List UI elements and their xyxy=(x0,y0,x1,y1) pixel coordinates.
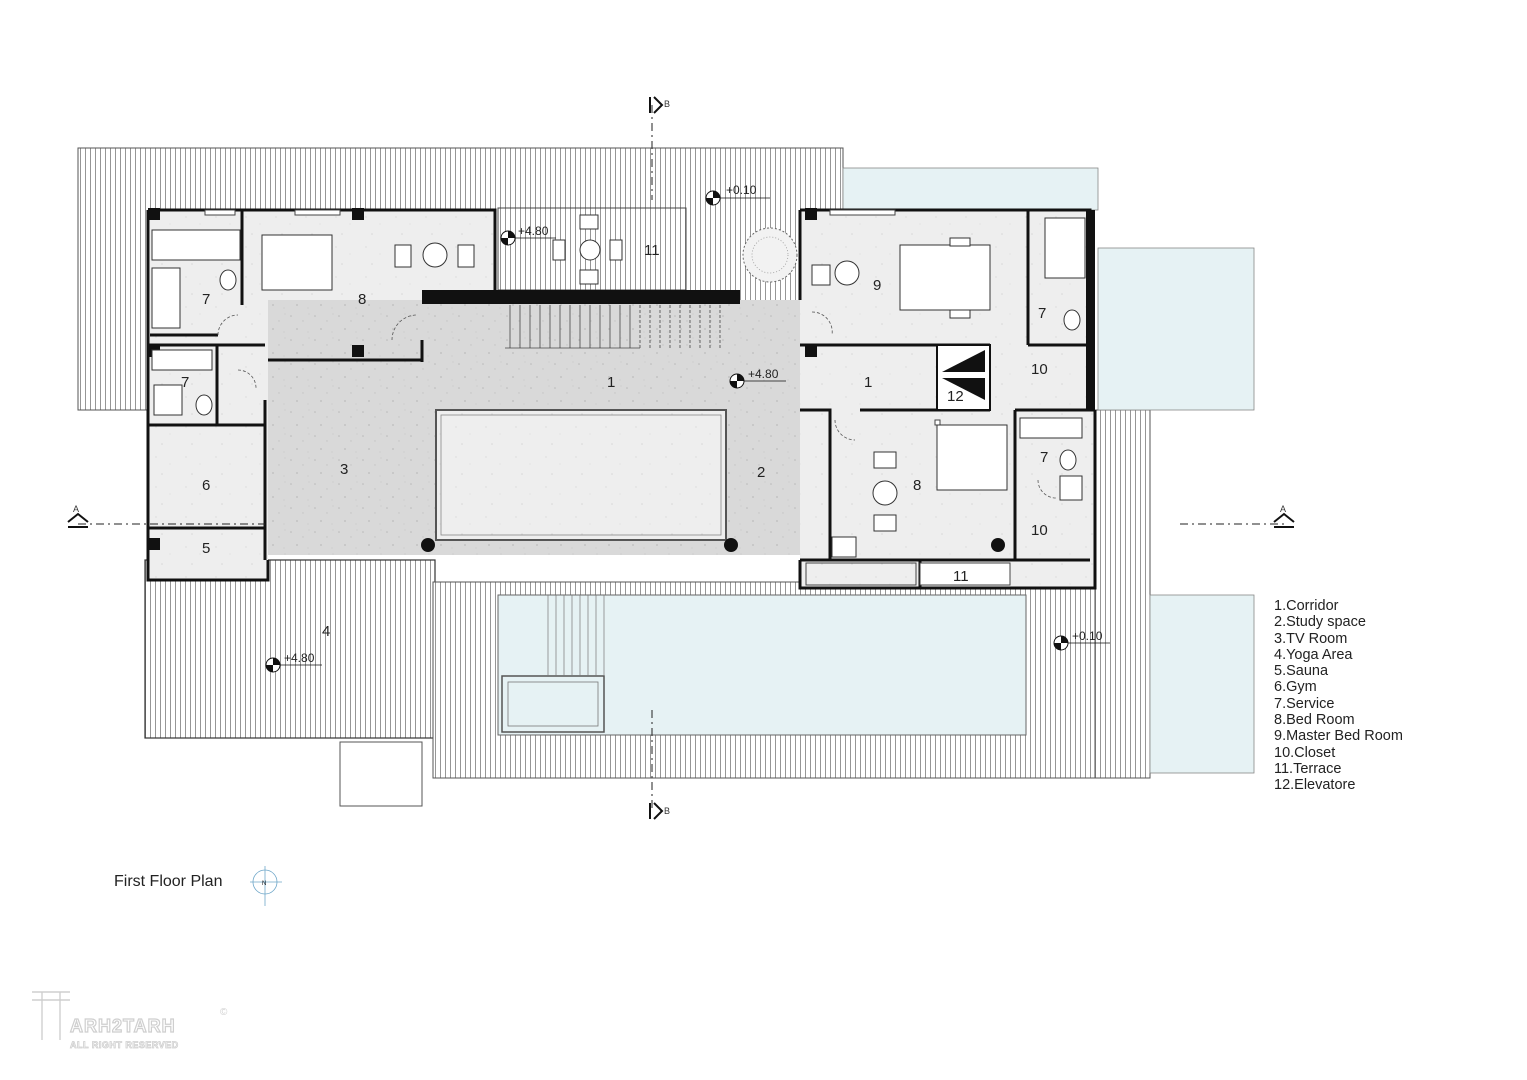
bed-master xyxy=(899,244,991,311)
room-number: 5 xyxy=(202,540,210,557)
level-markers: +0.10 +4.80 +4.80 +4.80 +0.10 xyxy=(265,183,1110,673)
room-number: 6 xyxy=(202,477,210,494)
furniture-beds xyxy=(261,234,1008,491)
svg-text:N: N xyxy=(262,881,266,887)
level-marker: +4.80 xyxy=(265,651,322,673)
room-number: 1 xyxy=(864,374,872,391)
room-number: 11 xyxy=(953,568,969,585)
section-lines: A A B B xyxy=(67,96,1295,820)
room-number: 7 xyxy=(181,374,189,391)
svg-text:+4.80: +4.80 xyxy=(518,224,549,238)
legend-item: 6.Gym xyxy=(1274,679,1317,696)
legend-item: 8.Bed Room xyxy=(1274,712,1355,729)
door-swings xyxy=(217,311,1057,499)
staircase xyxy=(505,305,721,349)
room-number: 7 xyxy=(1038,305,1046,322)
room-number: 10 xyxy=(1031,522,1048,539)
legend-item: 9.Master Bed Room xyxy=(1274,728,1403,745)
north-arrow: N xyxy=(250,866,282,906)
tree xyxy=(742,227,798,283)
elevator xyxy=(936,344,991,411)
section-marker-b-bottom: B xyxy=(649,802,670,820)
water-features xyxy=(497,167,1255,774)
pond-right xyxy=(1097,247,1255,411)
level-marker: +4.80 xyxy=(729,367,786,389)
svg-text:+0.10: +0.10 xyxy=(1072,629,1103,643)
room-number: 8 xyxy=(358,291,366,308)
pool-steps xyxy=(547,595,605,676)
windows xyxy=(204,209,1011,586)
room-number: 7 xyxy=(1040,449,1048,466)
legend-item: 4.Yoga Area xyxy=(1274,646,1353,663)
section-marker-a-right: A xyxy=(1273,504,1295,528)
furniture-seating xyxy=(394,214,898,558)
bed-left xyxy=(261,234,333,291)
drawing-title: First Floor Plan xyxy=(114,873,223,890)
level-marker: +0.10 xyxy=(1053,629,1110,651)
svg-text:A: A xyxy=(73,504,79,514)
legend-item: 2.Study space xyxy=(1274,614,1366,631)
svg-text:+4.80: +4.80 xyxy=(284,651,315,665)
room-number: 2 xyxy=(757,464,765,481)
room-number: 3 xyxy=(340,461,348,478)
room-number: 12 xyxy=(947,388,964,405)
level-marker: +0.10 xyxy=(705,183,770,206)
room-legend: 1.Corridor 2.Study space 3.TV Room 4.Yog… xyxy=(1274,598,1403,794)
east-wall-thick xyxy=(1086,210,1095,410)
watermark-logo: ARH2TARH ALL RIGHT RESERVED © xyxy=(32,991,228,1050)
pond-right-lower xyxy=(1149,594,1255,774)
legend-item: 3.TV Room xyxy=(1274,630,1348,647)
room-number: 11 xyxy=(644,242,660,259)
room-number: 10 xyxy=(1031,361,1048,378)
floor-service-gym xyxy=(148,345,268,580)
stair-wall-thick xyxy=(422,290,740,304)
bathroom-fixtures xyxy=(151,217,1086,501)
room-number: 7 xyxy=(202,291,210,308)
section-marker-b-top: B xyxy=(649,96,670,114)
legend-item: 12.Elevatore xyxy=(1274,777,1356,794)
svg-text:B: B xyxy=(664,806,670,816)
room-numbers: 1 1 2 3 4 5 6 7 7 7 7 8 8 9 10 10 11 11 … xyxy=(181,242,1048,640)
svg-text:B: B xyxy=(664,99,670,109)
central-courtyard-inner xyxy=(440,414,722,536)
floor-stair-area xyxy=(422,300,800,360)
svg-text:+0.10: +0.10 xyxy=(726,183,757,197)
legend-item: 10.Closet xyxy=(1274,744,1336,761)
svg-text:ALL RIGHT RESERVED: ALL RIGHT RESERVED xyxy=(70,1040,179,1050)
room-number: 8 xyxy=(913,477,921,494)
bed-right xyxy=(936,424,1008,491)
svg-text:A: A xyxy=(1280,504,1286,514)
room-number: 1 xyxy=(607,374,615,391)
legend-item: 1.Corridor xyxy=(1274,598,1339,614)
entry-step xyxy=(339,741,423,807)
deck-bottom-left xyxy=(144,559,436,739)
pool-jacuzzi-inner xyxy=(507,681,599,727)
svg-text:©: © xyxy=(220,1007,228,1018)
legend-item: 7.Service xyxy=(1274,695,1335,712)
section-marker-a-left: A xyxy=(67,504,89,528)
legend-item: 11.Terrace xyxy=(1274,760,1342,777)
svg-text:ARH2TARH: ARH2TARH xyxy=(70,1016,176,1036)
legend-item: 5.Sauna xyxy=(1274,663,1329,680)
room-number: 9 xyxy=(873,277,881,294)
pool-jacuzzi xyxy=(501,675,605,733)
svg-text:+4.80: +4.80 xyxy=(748,367,779,381)
pond-top-right xyxy=(842,167,1099,211)
level-marker: +4.80 xyxy=(500,224,556,246)
central-courtyard xyxy=(435,409,727,541)
room-number: 4 xyxy=(322,623,330,640)
deck-right xyxy=(1094,409,1151,779)
